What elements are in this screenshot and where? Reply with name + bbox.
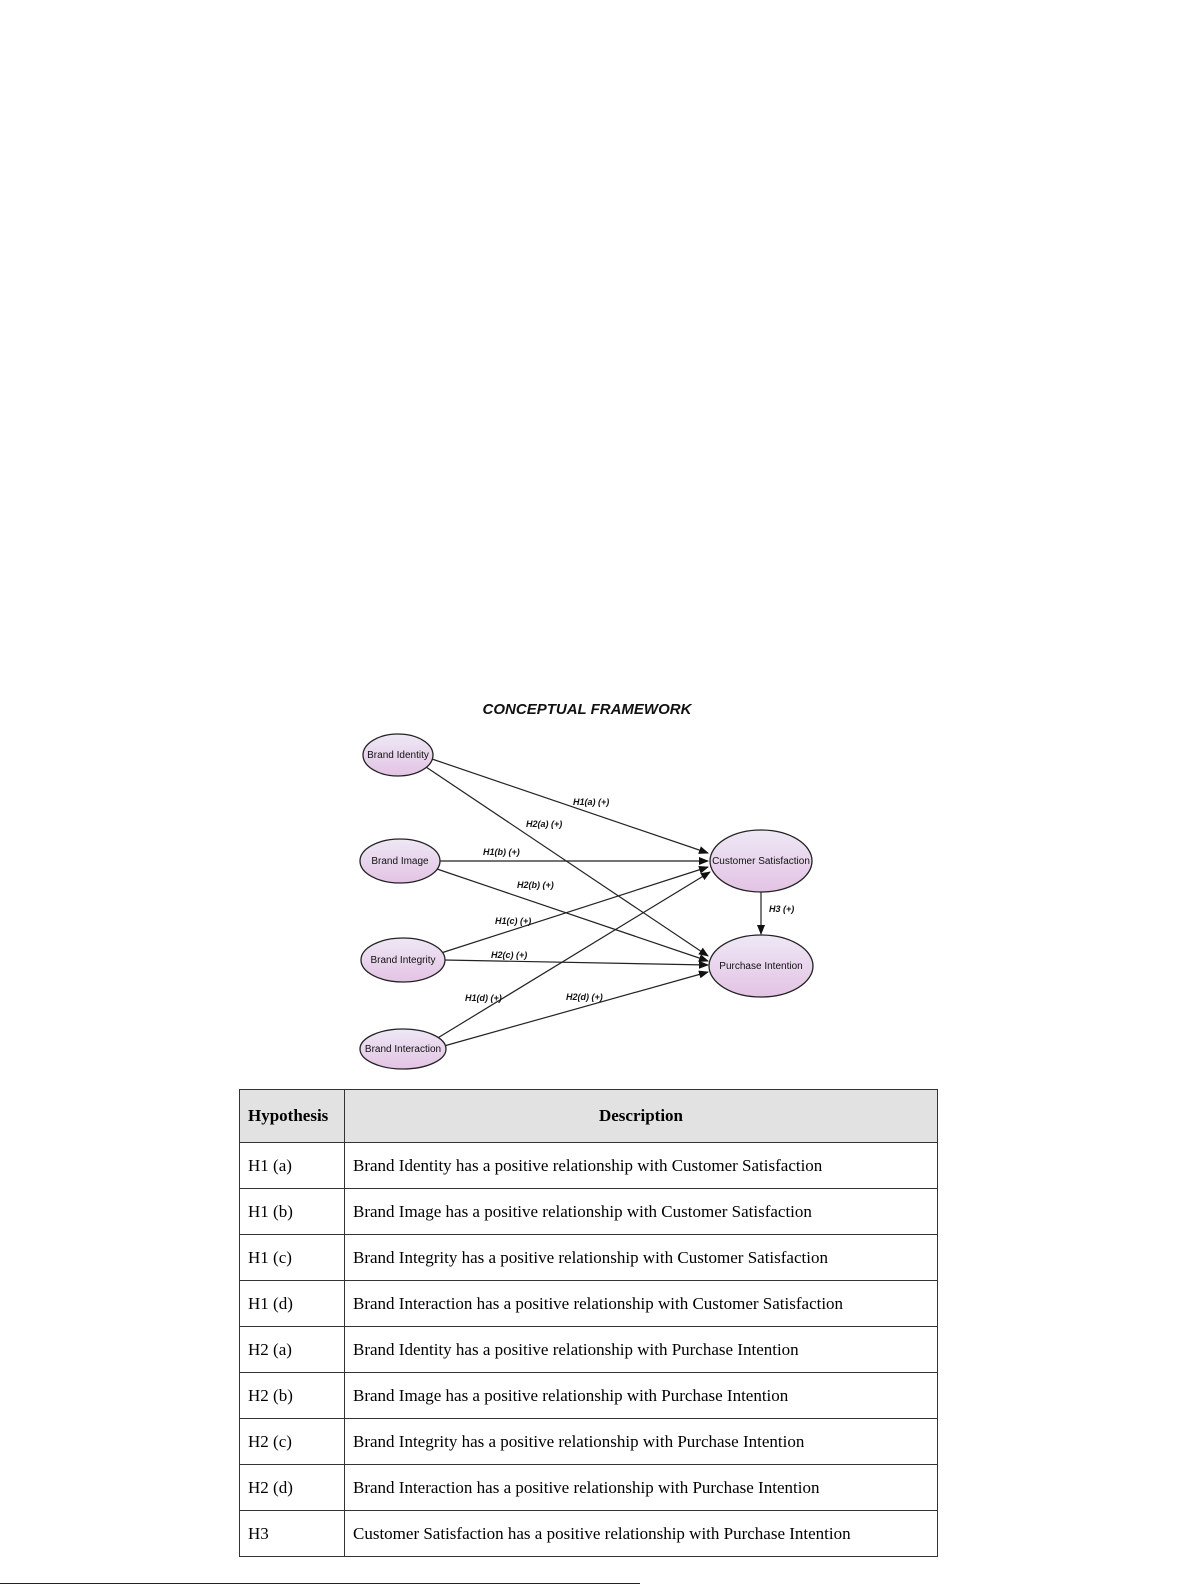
edge-h1a <box>431 758 709 854</box>
hypothesis-description: Brand Interaction has a positive relatio… <box>344 1464 938 1511</box>
hypothesis-description: Brand Identity has a positive relationsh… <box>344 1326 938 1373</box>
hypothesis-description: Customer Satisfaction has a positive rel… <box>344 1510 938 1557</box>
table-row: H2 (a) Brand Identity has a positive rel… <box>239 1326 938 1373</box>
hypothesis-id: H1 (c) <box>239 1234 345 1281</box>
table-row: H1 (b) Brand Image has a positive relati… <box>239 1188 938 1235</box>
table-header-row: Hypothesis Description <box>239 1089 938 1143</box>
diagram-title: CONCEPTUAL FRAMEWORK <box>483 701 693 718</box>
hypothesis-id: H2 (d) <box>239 1464 345 1511</box>
edge-h1c <box>437 865 709 955</box>
hypothesis-description: Brand Identity has a positive relationsh… <box>344 1142 938 1189</box>
edge-h2d <box>443 970 709 1047</box>
node-label-brand-image: Brand Image <box>371 856 429 867</box>
table-row: H2 (b) Brand Image has a positive relati… <box>239 1372 938 1419</box>
edge-label-h2c: H2(c) (+) <box>491 950 527 960</box>
edge-label-h2d: H2(d) (+) <box>566 992 603 1002</box>
table-row: H1 (a) Brand Identity has a positive rel… <box>239 1142 938 1189</box>
edge-label-h1d: H1(d) (+) <box>465 993 502 1003</box>
table-row: H1 (d) Brand Interaction has a positive … <box>239 1280 938 1327</box>
table-row: H2 (c) Brand Integrity has a positive re… <box>239 1418 938 1465</box>
hypothesis-description: Brand Integrity has a positive relations… <box>344 1418 938 1465</box>
node-label-customer-satisfaction: Customer Satisfaction <box>712 856 810 867</box>
hypothesis-id: H1 (b) <box>239 1188 345 1235</box>
hypothesis-description: Brand Image has a positive relationship … <box>344 1372 938 1419</box>
node-brand-integrity <box>360 937 446 983</box>
table-row: H3 Customer Satisfaction has a positive … <box>239 1510 938 1557</box>
header-description: Description <box>344 1089 938 1143</box>
edge-label-h3: H3 (+) <box>769 904 794 914</box>
node-brand-interaction <box>359 1028 447 1070</box>
edge-h2c <box>443 959 709 969</box>
hypothesis-description: Brand Image has a positive relationship … <box>344 1188 938 1235</box>
node-purchase-intention <box>708 934 814 998</box>
hypothesis-id: H3 <box>239 1510 345 1557</box>
edge-h1d <box>435 871 711 1040</box>
edge-label-h2b: H2(b) (+) <box>517 880 554 890</box>
node-brand-identity <box>362 733 434 777</box>
edge-label-h1a: H1(a) (+) <box>573 797 609 807</box>
edge-label-h1b: H1(b) (+) <box>483 847 520 857</box>
hypothesis-description: Brand Integrity has a positive relations… <box>344 1234 938 1281</box>
header-hypothesis: Hypothesis <box>239 1089 345 1143</box>
node-brand-image <box>359 838 441 884</box>
node-label-purchase-intention: Purchase Intention <box>719 961 802 972</box>
node-customer-satisfaction <box>709 829 813 893</box>
edge-h2b <box>436 868 709 962</box>
hypothesis-id: H1 (d) <box>239 1280 345 1327</box>
edge-label-h2a: H2(a) (+) <box>526 819 562 829</box>
hypothesis-id: H2 (a) <box>239 1326 345 1373</box>
hypothesis-id: H1 (a) <box>239 1142 345 1189</box>
node-label-brand-identity: Brand Identity <box>367 750 429 761</box>
conceptual-framework-diagram: CONCEPTUAL FRAMEWORK H1(a) (+) H2(a) (+)… <box>340 680 850 1080</box>
edge-label-h1c: H1(c) (+) <box>495 916 531 926</box>
node-label-brand-integrity: Brand Integrity <box>370 955 435 966</box>
table-row: H2 (d) Brand Interaction has a positive … <box>239 1464 938 1511</box>
footnote-separator <box>0 1583 640 1584</box>
hypothesis-description: Brand Interaction has a positive relatio… <box>344 1280 938 1327</box>
table-row: H1 (c) Brand Integrity has a positive re… <box>239 1234 938 1281</box>
hypothesis-id: H2 (c) <box>239 1418 345 1465</box>
node-label-brand-interaction: Brand Interaction <box>365 1044 441 1055</box>
hypothesis-table: Hypothesis Description H1 (a) Brand Iden… <box>239 1089 938 1557</box>
hypothesis-id: H2 (b) <box>239 1372 345 1419</box>
diagram-canvas: CONCEPTUAL FRAMEWORK H1(a) (+) H2(a) (+)… <box>359 701 814 1070</box>
